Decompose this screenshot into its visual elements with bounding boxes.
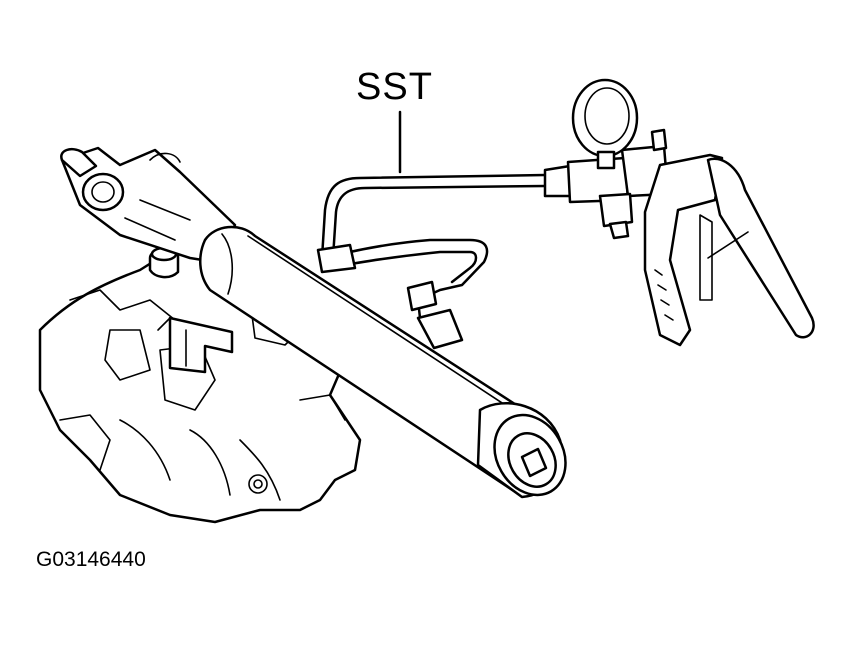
vacuum-pump-tool (543, 78, 815, 347)
pressure-tubes (316, 173, 547, 350)
figure-code-label: G03146440 (36, 548, 146, 571)
rack-end-fitting (476, 402, 567, 499)
sst-label: SST (356, 66, 433, 108)
steering-rack-housing (60, 146, 237, 264)
